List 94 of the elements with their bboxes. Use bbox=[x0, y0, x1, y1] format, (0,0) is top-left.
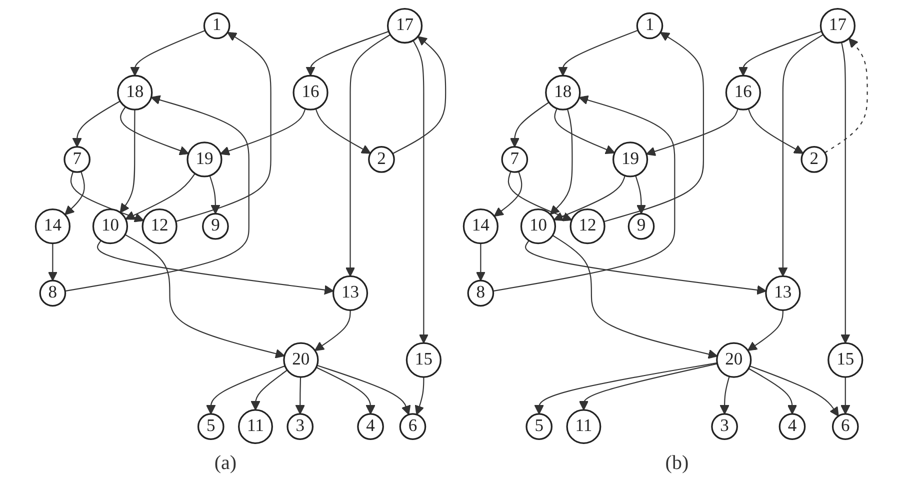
arrow bbox=[720, 376, 730, 414]
node-circle: 12 bbox=[142, 208, 178, 244]
arrow bbox=[646, 108, 738, 156]
arrow bbox=[125, 173, 196, 220]
node-circle: 7 bbox=[64, 146, 90, 173]
node-circle: 14 bbox=[462, 208, 498, 244]
node-circle: 13 bbox=[332, 275, 368, 311]
node-circle: 11 bbox=[238, 409, 273, 444]
arrow bbox=[72, 100, 120, 148]
arrow bbox=[316, 364, 411, 416]
arrow bbox=[130, 30, 206, 76]
arrow bbox=[414, 377, 424, 416]
node-circle: 10 bbox=[92, 208, 128, 244]
arrow bbox=[578, 363, 718, 410]
arrow bbox=[778, 34, 824, 277]
node-circle: 3 bbox=[711, 413, 738, 440]
node-circle: 19 bbox=[186, 142, 222, 178]
node-circle: 20 bbox=[283, 342, 319, 378]
node-circle: 1 bbox=[203, 12, 230, 40]
arrow bbox=[176, 32, 272, 222]
arrow bbox=[392, 36, 446, 154]
arrow bbox=[508, 171, 572, 222]
arrow bbox=[738, 30, 822, 76]
arrow bbox=[604, 32, 704, 222]
node-circle: 10 bbox=[520, 208, 556, 244]
subfigure-label: (a) bbox=[214, 452, 237, 475]
arrow bbox=[316, 366, 376, 414]
node-circle: 15 bbox=[828, 342, 864, 378]
arrow bbox=[552, 234, 718, 359]
arrow bbox=[750, 365, 839, 416]
node-circle: 5 bbox=[526, 413, 553, 440]
arrow bbox=[534, 362, 718, 414]
node-circle: 18 bbox=[545, 74, 581, 110]
arrow bbox=[315, 108, 371, 154]
node-circle: 11 bbox=[566, 409, 602, 444]
node-circle: 14 bbox=[34, 208, 70, 244]
node-circle: 17 bbox=[820, 8, 856, 44]
arrow bbox=[345, 34, 391, 277]
node-circle: 1 bbox=[636, 12, 664, 40]
node-circle: 16 bbox=[725, 74, 761, 110]
node-circle: 9 bbox=[628, 212, 655, 240]
arrow bbox=[476, 243, 486, 282]
arrow bbox=[493, 95, 676, 292]
arrow bbox=[525, 240, 766, 295]
arrow bbox=[124, 234, 285, 358]
node-circle: 15 bbox=[406, 342, 442, 378]
node-circle: 16 bbox=[292, 74, 328, 110]
node-circle: 6 bbox=[832, 413, 859, 440]
arrow bbox=[64, 171, 85, 216]
arrow bbox=[747, 310, 784, 351]
arrow bbox=[295, 377, 305, 414]
arrow bbox=[209, 175, 220, 214]
node-circle: 9 bbox=[202, 212, 229, 240]
node-circle: 4 bbox=[357, 413, 384, 440]
node-circle: 7 bbox=[501, 146, 528, 173]
node-circle: 6 bbox=[399, 413, 426, 440]
node-circle: 13 bbox=[765, 275, 801, 311]
node-circle: 2 bbox=[800, 146, 828, 173]
arrow bbox=[554, 108, 616, 154]
arrow bbox=[306, 30, 389, 76]
node-circle: 4 bbox=[778, 413, 806, 440]
node-circle: 3 bbox=[286, 413, 314, 440]
node-circle: 20 bbox=[716, 342, 752, 378]
node-circle: 8 bbox=[467, 280, 494, 307]
node-circle: 5 bbox=[197, 413, 224, 440]
arrow bbox=[120, 110, 136, 214]
arrow bbox=[635, 175, 646, 214]
arrow bbox=[206, 365, 286, 414]
node-circle: 19 bbox=[612, 142, 648, 178]
arrow bbox=[558, 30, 638, 76]
arrow bbox=[70, 171, 144, 222]
arrow bbox=[748, 108, 804, 154]
node-circle: 8 bbox=[39, 280, 66, 307]
arrow bbox=[314, 310, 351, 351]
node-circle: 2 bbox=[368, 146, 395, 173]
arrow bbox=[550, 108, 573, 215]
arrow bbox=[840, 42, 850, 344]
arrow bbox=[510, 102, 550, 148]
arrow bbox=[120, 106, 189, 156]
node-circle: 12 bbox=[570, 208, 606, 244]
node-circle: 18 bbox=[117, 74, 153, 110]
arrow bbox=[748, 368, 798, 414]
arrow bbox=[65, 95, 250, 292]
arrow bbox=[494, 171, 522, 217]
arrow bbox=[554, 175, 626, 221]
arrow bbox=[48, 243, 58, 282]
arrow bbox=[250, 370, 288, 410]
node-circle: 17 bbox=[386, 8, 423, 44]
arrow bbox=[824, 38, 868, 154]
arrow bbox=[412, 40, 428, 344]
subfigure-label: (b) bbox=[665, 452, 689, 475]
arrow bbox=[97, 240, 334, 295]
arrow bbox=[220, 108, 306, 156]
arrow bbox=[840, 377, 850, 414]
